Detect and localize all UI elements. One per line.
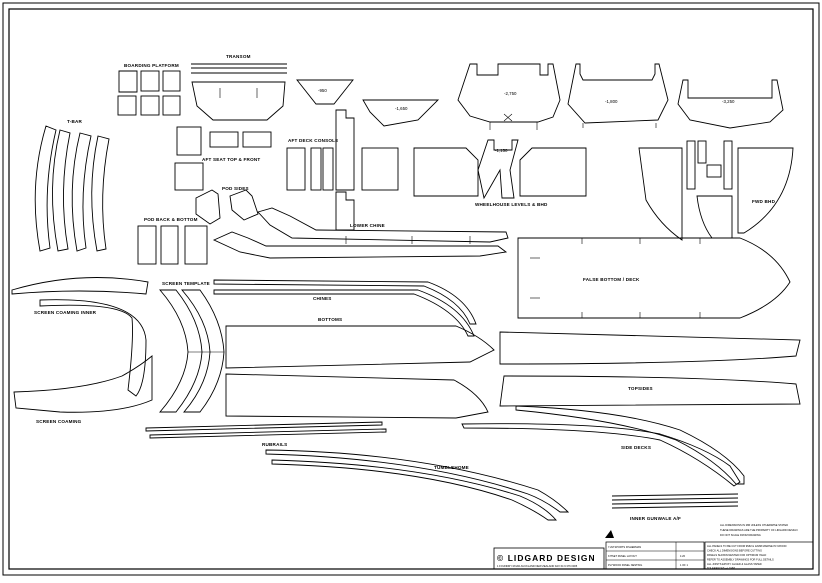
- screen-template-label: SCREEN TEMPLATE: [162, 281, 210, 286]
- wheelhouse-group: -1,150 WHEELHOUSE LEVELS & BHD: [413, 139, 587, 207]
- screen-template-group: SCREEN TEMPLATE: [159, 281, 225, 413]
- station-1800: -1,800: [567, 63, 669, 128]
- station-3250: -3,250: [677, 79, 784, 129]
- screen-coaming-inner-label: SCREEN COAMING INNER: [34, 310, 97, 315]
- svg-text:-1,800: -1,800: [605, 99, 618, 104]
- svg-text:-1,650: -1,650: [395, 106, 408, 111]
- topsides-label: TOPSIDES: [628, 386, 653, 391]
- svg-text:THESE DRAWINGS ARE THE PROPERT: THESE DRAWINGS ARE THE PROPERTY OF LIDGA…: [720, 528, 798, 532]
- transom-group: TRANSOM: [191, 54, 287, 121]
- station-2750: -2,750: [457, 63, 561, 130]
- svg-text:ALL JOINTS EPOXY GLUED & GLASS: ALL JOINTS EPOXY GLUED & GLASS TAPED: [707, 562, 762, 566]
- t-bar-group: T-BAR: [34, 119, 110, 252]
- svg-text:KITSET PANEL LAYOUT: KITSET PANEL LAYOUT: [608, 554, 637, 558]
- lower-chine-group: LOWER CHINE: [212, 207, 509, 259]
- station-950: -950: [296, 79, 354, 105]
- false-bottom-label: FALSE BOTTOM / DECK: [583, 277, 640, 282]
- bottoms-label: BOTTOMS: [318, 317, 342, 322]
- designer-logo-icon: [605, 530, 614, 538]
- rubrails-label: RUBRAILS: [262, 442, 287, 447]
- false-bottom-group: FALSE BOTTOM / DECK: [517, 237, 791, 319]
- chines-group: CHINES: [213, 279, 477, 337]
- svg-text:7.2M SPORTS FISHERMAN: 7.2M SPORTS FISHERMAN: [608, 545, 641, 549]
- topsides-group: TOPSIDES: [499, 331, 801, 407]
- lower-chine-label: LOWER CHINE: [350, 223, 385, 228]
- rubrails-group: RUBRAILS: [145, 421, 387, 447]
- brand-name: © LIDGARD DESIGN: [497, 553, 596, 563]
- tumblehome-group: TUMBLEHOME: [265, 449, 570, 521]
- aft-seat-label: AFT SEAT TOP & FRONT: [202, 157, 260, 162]
- transom-label: TRANSOM: [226, 54, 251, 59]
- side-decks-group: SIDE DECKS: [461, 405, 745, 487]
- side-decks-label: SIDE DECKS: [621, 445, 651, 450]
- pod-back-label: POD BACK & BOTTOM: [144, 217, 198, 222]
- svg-text:CHECK ALL DIMENSIONS BEFORE CU: CHECK ALL DIMENSIONS BEFORE CUTTING: [707, 549, 762, 553]
- outer-border: [2, 2, 820, 576]
- pod-sides-label: POD SIDES: [222, 186, 249, 191]
- svg-text:-1,150: -1,150: [495, 148, 508, 153]
- boarding-platform-label: BOARDING PLATFORM: [124, 63, 179, 68]
- svg-text:DO NOT SCALE FROM DRAWING: DO NOT SCALE FROM DRAWING: [720, 533, 761, 537]
- t-bar-label: T-BAR: [67, 119, 83, 124]
- wheelhouse-label: WHEELHOUSE LEVELS & BHD: [475, 202, 548, 207]
- screen-coaming-label: SCREEN COAMING: [36, 419, 82, 424]
- screen-coaming-group: SCREEN COAMING: [13, 355, 153, 424]
- svg-text:1:20: 1:20: [680, 554, 686, 558]
- fwd-bhd-group: FWD BHD: [638, 140, 794, 241]
- pod-sides-group: POD SIDES: [195, 186, 259, 225]
- aft-seat-group: AFT SEAT TOP & FRONT: [174, 126, 272, 191]
- station-1650: -1,650: [362, 99, 440, 127]
- svg-text:ALL DIMENSIONS IN MM UNLESS OT: ALL DIMENSIONS IN MM UNLESS OTHERWISE ST…: [720, 523, 788, 527]
- svg-text:-950: -950: [318, 88, 327, 93]
- aft-deck-console-group: AFT DECK CONSOLE: [286, 109, 399, 231]
- title-block: © LIDGARD DESIGN 1 FOUNDRY ROAD AUCKLAND…: [493, 523, 814, 570]
- svg-text:TOLERANCES +/- 1MM: TOLERANCES +/- 1MM: [707, 566, 735, 570]
- inner-border: [8, 8, 814, 570]
- aft-deck-console-label: AFT DECK CONSOLE: [288, 138, 338, 143]
- tumblehome-label: TUMBLEHOME: [434, 465, 469, 470]
- screen-coaming-inner-group: SCREEN COAMING INNER: [11, 277, 149, 397]
- svg-text:ALL PANELS TO BE CUT FROM 9MM: ALL PANELS TO BE CUT FROM 9MM & 12MM MAR…: [707, 544, 787, 548]
- boarding-platform-group: BOARDING PLATFORM: [117, 63, 181, 116]
- bottoms-group: BOTTOMS: [225, 317, 495, 419]
- brand-address: 1 FOUNDRY ROAD AUCKLAND NEW ZEALAND FAX …: [497, 564, 578, 568]
- pod-back-group: POD BACK & BOTTOM: [137, 217, 208, 265]
- inner-gunwale-group: INNER GUNWALE A/F: [611, 493, 739, 521]
- chines-label: CHINES: [313, 296, 332, 301]
- svg-text:-3,250: -3,250: [722, 99, 735, 104]
- svg-text:1 OF 1: 1 OF 1: [680, 563, 688, 567]
- svg-text:-2,750: -2,750: [504, 91, 517, 96]
- svg-text:REFER TO ASSEMBLY DRAWINGS FOR: REFER TO ASSEMBLY DRAWINGS FOR FULL DETA…: [707, 558, 774, 562]
- fwd-bhd-label: FWD BHD: [752, 199, 776, 204]
- inner-gunwale-label: INNER GUNWALE A/F: [630, 516, 681, 521]
- false-bottom-panel: [517, 237, 791, 319]
- transom-panel: [191, 81, 286, 121]
- svg-text:PANELS SHOWN NESTED FOR OPTIMU: PANELS SHOWN NESTED FOR OPTIMUM YIELD: [707, 553, 766, 557]
- svg-text:PLYWOOD PANEL NESTING: PLYWOOD PANEL NESTING: [608, 563, 642, 567]
